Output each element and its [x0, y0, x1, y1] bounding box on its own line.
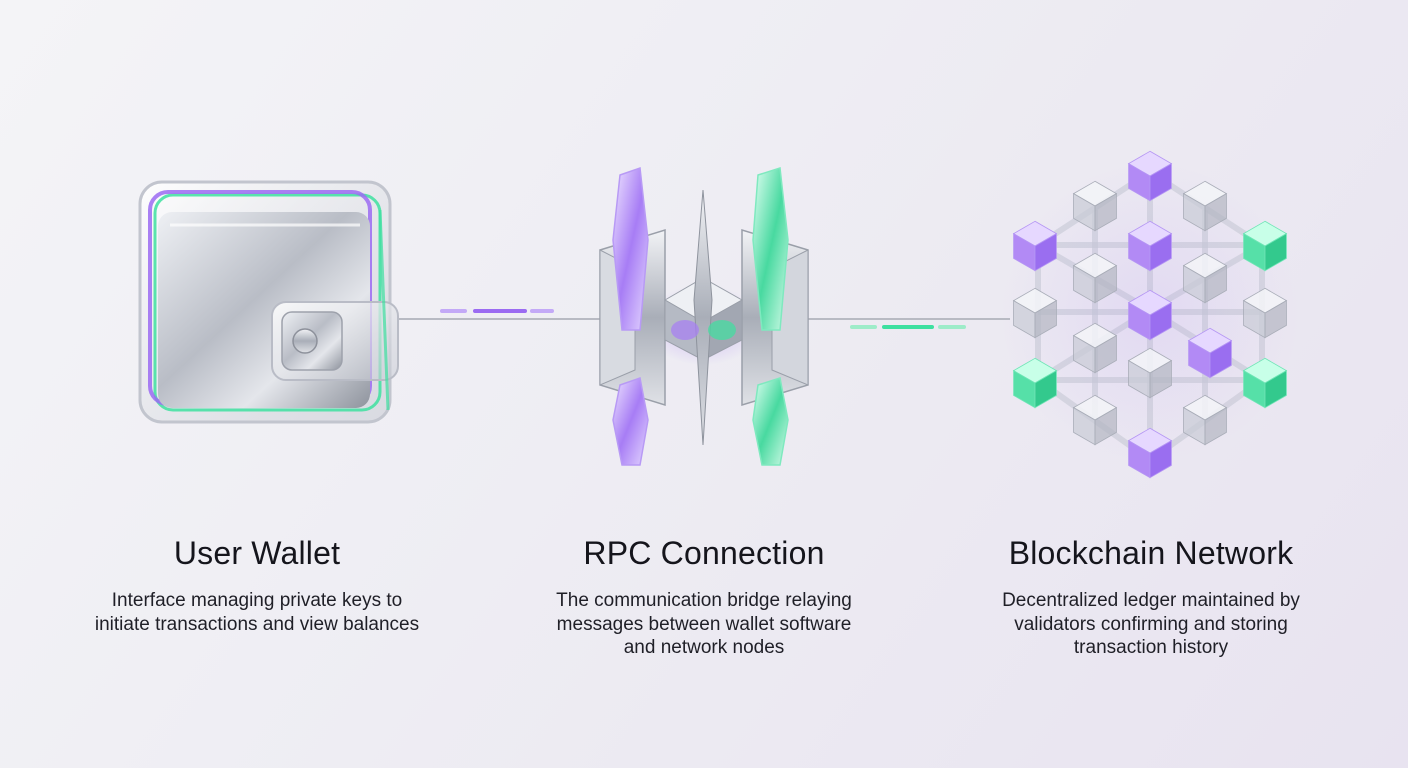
stage-description: Interface managing private keys to initi…	[94, 590, 420, 635]
stage-description: Decentralized ledger maintained by valid…	[1002, 590, 1300, 658]
rpc-bridge-icon	[599, 166, 809, 466]
stage-title: User Wallet	[173, 535, 341, 571]
stage-title: RPC Connection	[583, 535, 825, 571]
wallet-icon	[138, 180, 399, 424]
blockchain-network-icon	[1000, 150, 1300, 479]
stage-title: Blockchain Network	[1008, 535, 1294, 571]
connector-wallet-to-rpc	[398, 309, 600, 320]
connector-rpc-to-network	[808, 318, 1010, 329]
stage-rpc-connection: RPC Connection The communication bridge …	[504, 533, 904, 660]
stage-user-wallet: User Wallet Interface managing private k…	[57, 533, 457, 636]
stage-description: The communication bridge relaying messag…	[556, 590, 852, 658]
stage-blockchain-network: Blockchain Network Decentralized ledger …	[951, 533, 1351, 660]
